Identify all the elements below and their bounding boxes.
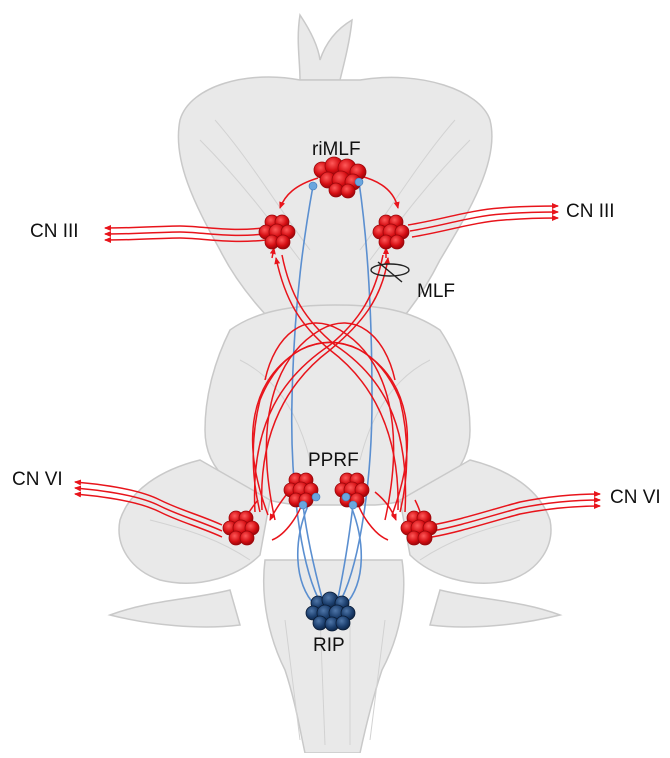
label-rimlf: riMLF bbox=[312, 140, 361, 159]
label-pprf: PPRF bbox=[308, 451, 359, 470]
label-cn6-right: CN VI bbox=[610, 488, 661, 507]
label-cn3-left: CN III bbox=[30, 222, 79, 241]
label-cn3-right: CN III bbox=[566, 202, 615, 221]
label-rip: RIP bbox=[313, 636, 345, 655]
label-cn6-left: CN VI bbox=[12, 470, 63, 489]
label-mlf: MLF bbox=[417, 282, 455, 301]
